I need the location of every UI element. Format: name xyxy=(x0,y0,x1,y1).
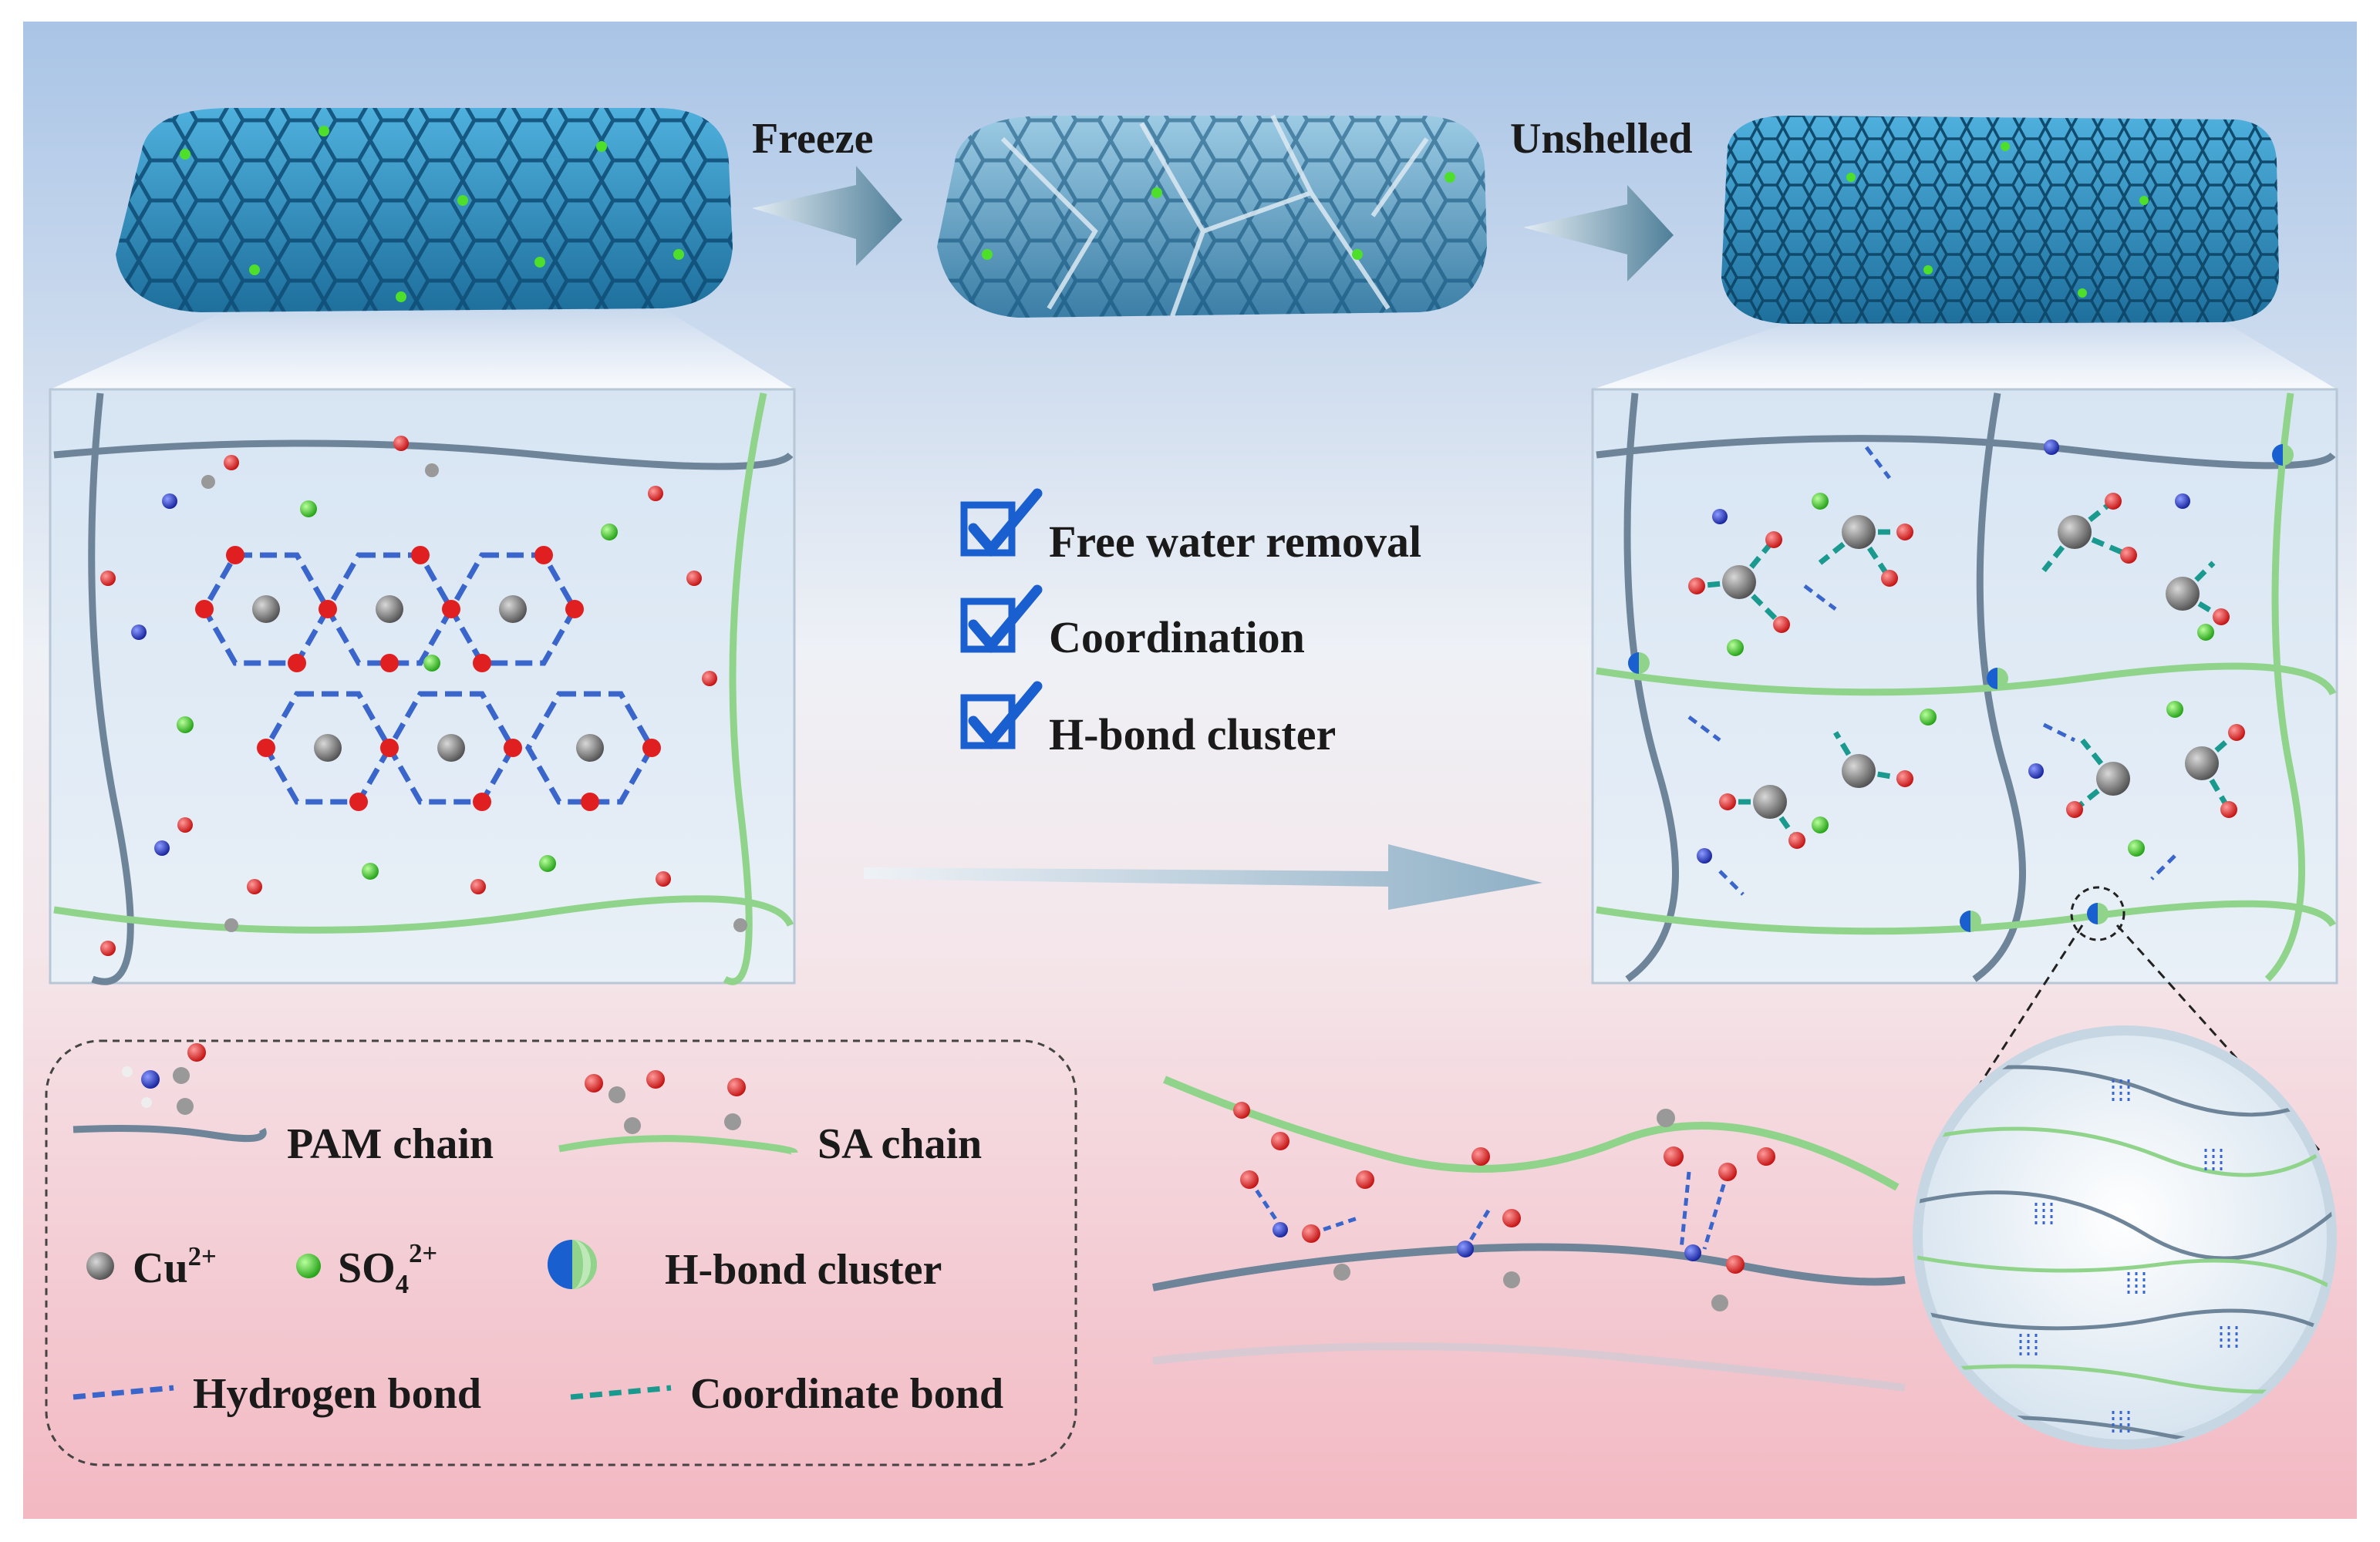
hydrogel-frozen xyxy=(937,114,1487,318)
coordinate-bond-icon xyxy=(570,1385,672,1400)
checklist-item-coordination: Coordination xyxy=(1049,612,1305,662)
legend-cu: Cu2+ xyxy=(133,1241,217,1292)
zoom-fan-right xyxy=(1593,320,2337,389)
hbond-cluster-icon xyxy=(548,1240,597,1289)
legend-so4: SO42+ xyxy=(338,1238,437,1299)
hydrogen-bond-icon xyxy=(72,1385,174,1400)
legend-sa-chain: SA chain xyxy=(817,1120,982,1168)
initial-network-panel xyxy=(49,388,796,985)
checklist-item-hbond-cluster: H-bond cluster xyxy=(1049,709,1336,759)
pam-chain-icon xyxy=(72,1043,267,1143)
legend-pam-chain: PAM chain xyxy=(287,1120,494,1168)
checklist: Free water removal Coordination H-bond c… xyxy=(960,488,1421,759)
zoom-fan-left xyxy=(50,308,794,389)
hydrogel-unshelled xyxy=(1721,116,2279,324)
legend-hbond-cluster: H-bond cluster xyxy=(665,1246,942,1294)
freeze-arrow xyxy=(752,166,902,266)
cu-ion-icon xyxy=(86,1252,114,1280)
checkbox-icon xyxy=(960,681,1043,750)
transition-arrow xyxy=(864,844,1542,910)
checkbox-icon xyxy=(960,488,1043,557)
freeze-label: Freeze xyxy=(752,115,873,163)
checklist-item-free-water: Free water removal xyxy=(1049,517,1421,567)
legend-coordinate-bond: Coordinate bond xyxy=(690,1370,1003,1418)
unshelled-network-panel xyxy=(1591,388,2338,985)
so4-ion-icon xyxy=(296,1254,321,1278)
sa-chain-icon xyxy=(558,1070,798,1156)
hydrogel-original xyxy=(116,108,733,312)
chain-interaction-detail xyxy=(1152,1076,1906,1392)
checkbox-icon xyxy=(960,584,1043,654)
legend: PAM chain SA chain Cu2+ SO42+ H-bond clu… xyxy=(45,1039,1077,1466)
legend-hydrogen-bond: Hydrogen bond xyxy=(193,1370,481,1418)
unshelled-arrow xyxy=(1523,185,1674,281)
unshelled-label: Unshelled xyxy=(1510,115,1693,163)
